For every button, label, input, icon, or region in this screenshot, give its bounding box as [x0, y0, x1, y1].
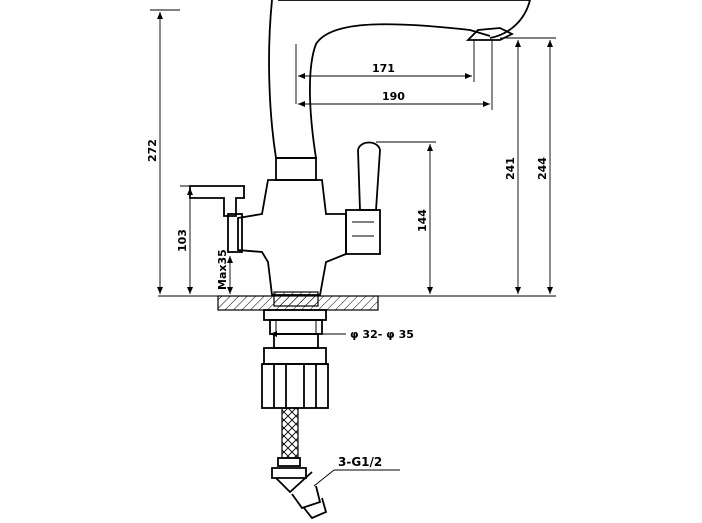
dim-144-label: 144 [416, 209, 429, 232]
mounting-shank [261, 309, 329, 409]
braided-hose [271, 407, 328, 520]
dim-272-label: 272 [146, 139, 159, 162]
dimension-lines [150, 9, 556, 487]
faucet-body [189, 0, 531, 296]
dim-190-label: 190 [382, 90, 405, 103]
dim-103-label: 103 [176, 229, 189, 252]
countertop [158, 291, 556, 311]
dim-171-label: 171 [372, 62, 395, 75]
dim-241-label: 241 [504, 157, 517, 180]
dim-244-label: 244 [536, 157, 549, 180]
dim-max35-label: Max35 [216, 249, 229, 290]
dim-phi-label: φ 32- φ 35 [350, 328, 414, 341]
dim-thread-label: 3-G1/2 [338, 455, 382, 469]
